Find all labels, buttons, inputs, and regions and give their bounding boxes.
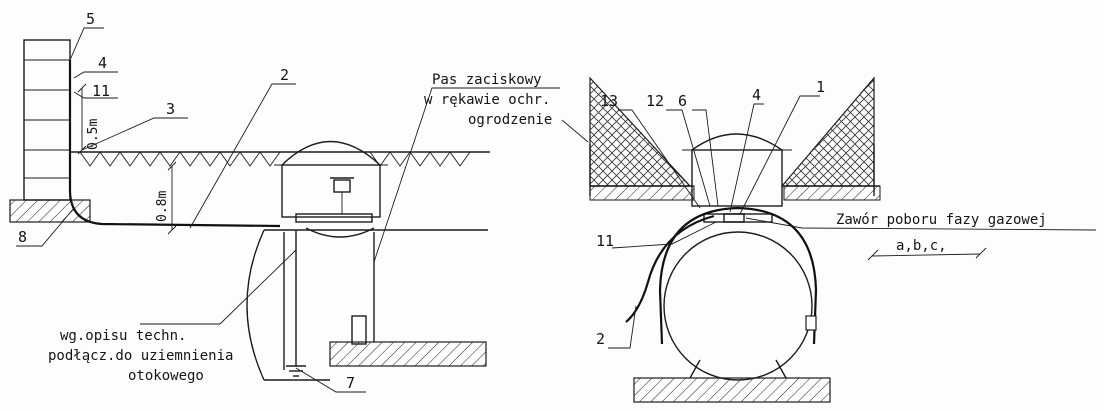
- wall: [23, 39, 71, 201]
- ground-fill-right: [783, 185, 881, 201]
- grounding-cable-right: [625, 214, 715, 323]
- earth-symbol: [286, 230, 306, 377]
- embankment-right: [780, 76, 880, 196]
- marker-13: 13: [600, 92, 618, 110]
- abc-label: a,b,c,: [896, 238, 947, 254]
- clamp-label-2: w rękawie ochr.: [424, 92, 550, 108]
- tank-right: [658, 206, 818, 381]
- marker-2-right: 2: [596, 330, 605, 348]
- ground-line-left: [70, 151, 490, 167]
- dim-05m-label: 0.5m: [86, 119, 101, 150]
- marker-3: 3: [166, 100, 175, 118]
- wall-foundation: [9, 199, 91, 223]
- dim-08m-label: 0.8m: [155, 191, 170, 222]
- tank-foundation-right: [633, 377, 831, 403]
- marker-6: 6: [678, 92, 687, 110]
- dimension-05m: [77, 83, 87, 155]
- valve: [723, 213, 745, 223]
- dimension-08m: [167, 161, 177, 235]
- note-line-1: wg.opisu techn.: [60, 328, 186, 344]
- marker-4-right: 4: [752, 86, 761, 104]
- tank-left: [246, 229, 488, 381]
- marker-11-left: 11: [92, 82, 110, 100]
- dimension-abc: [867, 247, 987, 261]
- tank-foundation-left: [329, 341, 487, 367]
- leaders-right: [608, 95, 1097, 349]
- clamp-label-1: Pas zaciskowy: [432, 72, 542, 88]
- note-line-2: podłącz.do uziemnienia: [48, 348, 233, 364]
- grounding-cable: [68, 60, 281, 228]
- marker-8: 8: [18, 228, 27, 246]
- marker-12: 12: [646, 92, 664, 110]
- ground-fill-left: [589, 185, 695, 201]
- marker-7: 7: [346, 374, 355, 392]
- marker-11-right: 11: [596, 232, 614, 250]
- marker-2-left: 2: [280, 66, 289, 84]
- marker-5: 5: [86, 10, 95, 28]
- support-post: [351, 315, 367, 345]
- leaders-left: [16, 27, 560, 393]
- valve-label: Zawór poboru fazy gazowej: [836, 212, 1047, 228]
- clamp-label-3: ogrodzenie: [468, 112, 552, 128]
- marker-1: 1: [816, 78, 825, 96]
- note-line-3: otokowego: [128, 368, 204, 384]
- manhole-left: [274, 140, 388, 238]
- marker-4-left: 4: [98, 54, 107, 72]
